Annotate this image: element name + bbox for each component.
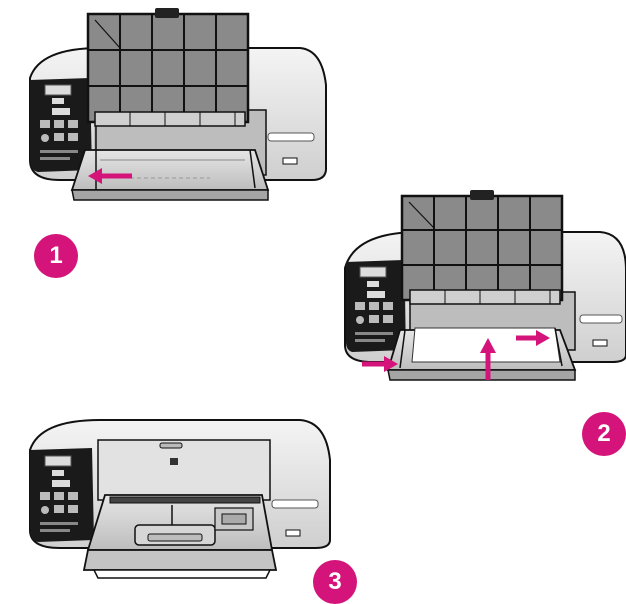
step-badge-3: 3 bbox=[313, 560, 357, 604]
step-badge-2: 2 bbox=[582, 412, 626, 456]
printer-illustration-step-2 bbox=[344, 190, 626, 381]
arrow-right-icon bbox=[516, 330, 550, 346]
step-number: 2 bbox=[597, 420, 611, 447]
arrow-up-icon bbox=[480, 338, 496, 380]
printer-illustration-step-3 bbox=[29, 419, 331, 579]
step-number: 3 bbox=[328, 568, 342, 595]
printer-illustration-step-1 bbox=[29, 8, 327, 201]
arrow-left-icon bbox=[88, 168, 132, 184]
step-badge-1: 1 bbox=[34, 234, 78, 278]
arrow-right-icon bbox=[362, 356, 398, 372]
step-number: 1 bbox=[49, 242, 63, 269]
